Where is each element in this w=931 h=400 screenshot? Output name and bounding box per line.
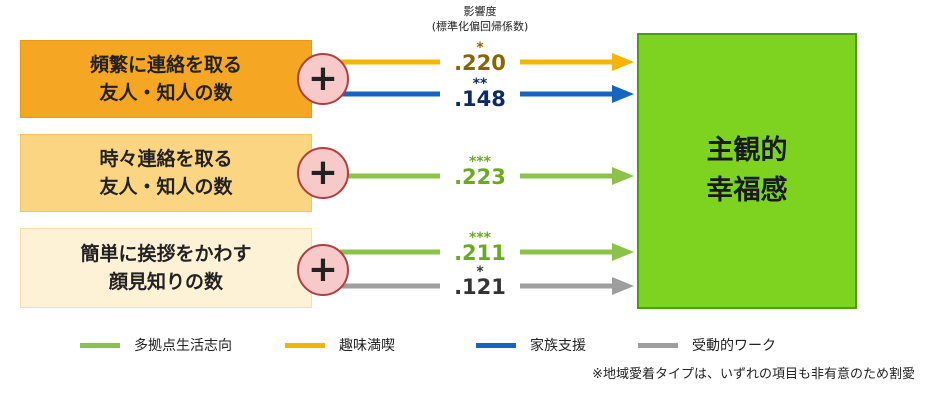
outcome-label-line1: 主観的 — [706, 135, 788, 166]
arrow-head — [612, 53, 634, 71]
legend-label: 家族支援 — [530, 338, 586, 354]
predictor-acquaintances: 簡単に挨拶をかわす 顔見知りの数 — [20, 228, 312, 308]
coefficient-value: .148 — [454, 87, 506, 111]
outcome-label-line2: 幸福感 — [706, 175, 788, 206]
legend-swatch — [80, 342, 120, 348]
arrow-head — [612, 85, 634, 103]
outcome-subjective-wellbeing: 主観的 幸福感 — [637, 33, 857, 309]
legend-label: 多拠点生活志向 — [134, 338, 232, 354]
legend-item: 多拠点生活志向 — [80, 335, 232, 355]
legend-swatch — [638, 342, 678, 348]
legend-item: 受動的ワーク — [638, 335, 776, 355]
predictor-label-line2: 顔見知りの数 — [108, 271, 223, 293]
predictor-label-line1: 簡単に挨拶をかわす — [80, 243, 252, 265]
arrow-head — [612, 167, 634, 185]
significance-stars: ** — [472, 76, 488, 92]
significance-stars: * — [476, 40, 484, 56]
predictor-frequent-contacts: 頻繁に連絡を取る 友人・知人の数 — [20, 40, 312, 118]
plus-icon: + — [297, 53, 349, 105]
predictor-label-line2: 友人・知人の数 — [99, 176, 233, 198]
footnote: ※地域愛着タイプは、いずれの項目も非有意のため割愛 — [592, 367, 915, 382]
arrow-head — [612, 243, 634, 261]
plus-icon: + — [297, 244, 349, 296]
legend-label: 受動的ワーク — [692, 338, 776, 354]
coefficient-value: .223 — [454, 165, 506, 189]
legend-item: 趣味満喫 — [285, 335, 395, 355]
header-title: 影響度 — [463, 5, 497, 18]
predictor-occasional-contacts: 時々連絡を取る 友人・知人の数 — [20, 134, 312, 212]
header-subtitle: (標準化偏回帰係数) — [431, 20, 529, 33]
legend-swatch — [285, 342, 325, 348]
legend-label: 趣味満喫 — [339, 338, 395, 354]
coefficient-header: 影響度 (標準化偏回帰係数) — [400, 4, 560, 34]
predictor-label-line1: 時々連絡を取る — [99, 148, 233, 170]
predictor-label-line1: 頻繁に連絡を取る — [89, 54, 242, 76]
legend-item: 家族支援 — [476, 335, 586, 355]
significance-stars: * — [476, 264, 484, 280]
arrow-head — [612, 277, 634, 295]
significance-stars: *** — [469, 230, 491, 246]
legend-swatch — [476, 342, 516, 348]
significance-stars: *** — [469, 154, 491, 170]
coefficient-value: .121 — [454, 275, 506, 299]
predictor-label-line2: 友人・知人の数 — [99, 82, 233, 104]
coefficient-value: .220 — [454, 51, 506, 75]
plus-icon: + — [297, 147, 349, 199]
coefficient-value: .211 — [454, 241, 506, 265]
